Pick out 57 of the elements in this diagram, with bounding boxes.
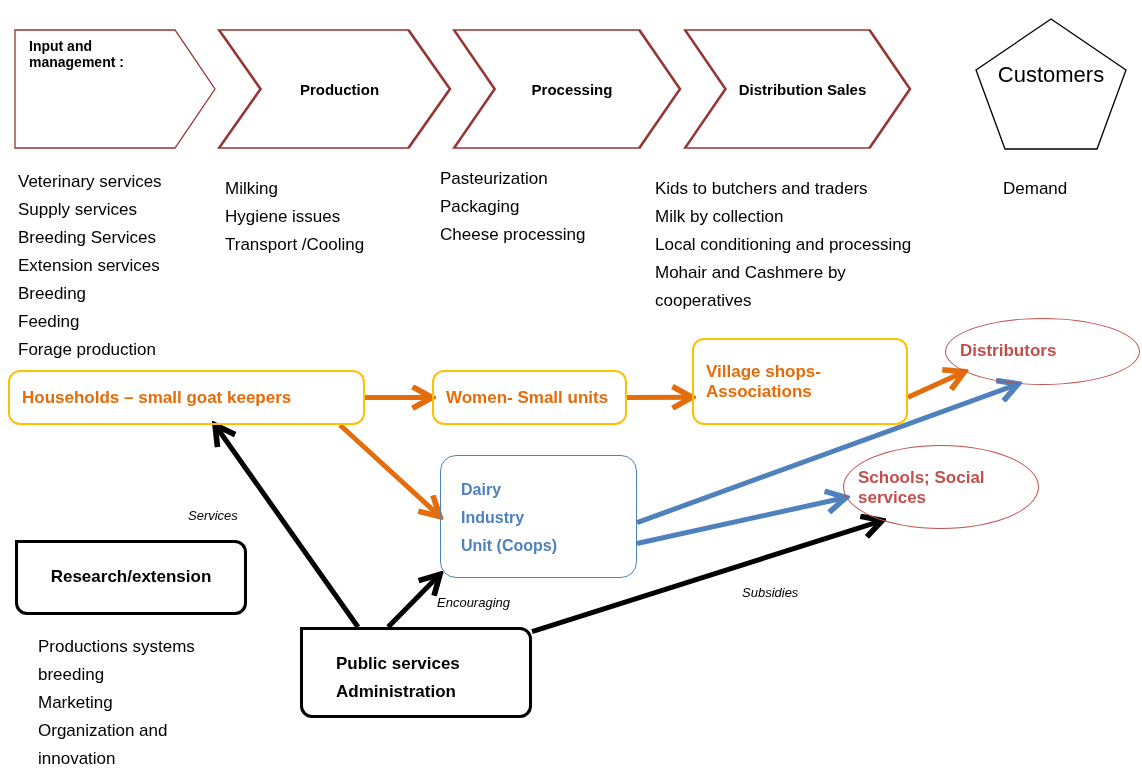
edge-label: Encouraging: [437, 595, 510, 610]
node-label: Distributors: [960, 341, 1057, 361]
pentagon-shape: [975, 18, 1127, 150]
node-label: Women- Small units: [446, 387, 609, 408]
list-text: Cheese processing: [440, 224, 587, 246]
node-label: Processing: [531, 80, 613, 98]
arrow: [636, 377, 1021, 525]
stage-shape: [454, 30, 680, 148]
node-label: Production: [299, 80, 380, 98]
arrow: [627, 383, 695, 411]
list-text: Demand: [1003, 178, 1069, 200]
node-label: Customers: [997, 62, 1105, 88]
node-label: Households – small goat keepers: [22, 387, 292, 408]
node-label: Research/extension: [50, 566, 212, 588]
list-text: Supply services: [18, 199, 139, 221]
list-text: Breeding: [18, 283, 88, 305]
list-text: Pasteurization: [440, 168, 549, 190]
process-box: [15, 540, 247, 615]
arrow: [212, 422, 361, 629]
process-box: [692, 338, 908, 425]
process-box: [440, 455, 637, 578]
arrow: [386, 571, 443, 629]
arrow: [338, 423, 443, 520]
process-box: [8, 370, 365, 425]
list-text: Packaging: [440, 196, 521, 218]
list-text: Veterinary services: [18, 171, 163, 193]
node-label: Input and management :: [29, 38, 125, 70]
list-text: Organization and innovation: [38, 720, 169, 770]
stage-shape: [685, 30, 910, 148]
list-text: Local conditioning and processing: [655, 234, 913, 256]
process-box: [432, 370, 627, 425]
arrow: [365, 383, 435, 412]
list-text: Extension services: [18, 255, 161, 277]
list-text: Feeding: [18, 311, 81, 333]
process-box: [300, 627, 532, 718]
stage-shape: [219, 30, 450, 148]
list-text: Mohair and Cashmere by cooperatives: [655, 262, 847, 312]
list-text: Kids to butchers and traders: [655, 178, 869, 200]
stage-shape: [15, 30, 215, 148]
arrow: [906, 366, 968, 400]
list-text: Breeding Services: [18, 227, 157, 249]
node-label: Village shops- Associations: [706, 361, 822, 402]
list-text: Transport /Cooling: [225, 234, 366, 256]
list-text: Productions systems breeding: [38, 636, 196, 686]
list-text: Marketing: [38, 692, 114, 714]
edge-label: Subsidies: [742, 585, 799, 600]
arrow: [636, 488, 849, 546]
node-label: Schools; Social services: [858, 468, 986, 508]
list-text: Hygiene issues: [225, 206, 342, 228]
edge-label: Services: [188, 508, 238, 523]
list-text: Forage production: [18, 339, 157, 361]
node-label: Dairy Industry Unit (Coops): [461, 480, 558, 556]
node-label: Distribution Sales: [738, 80, 867, 98]
node-label: Public services Administration: [336, 653, 461, 703]
list-text: Milking: [225, 178, 279, 200]
arrow: [531, 513, 885, 634]
list-text: Milk by collection: [655, 206, 785, 228]
